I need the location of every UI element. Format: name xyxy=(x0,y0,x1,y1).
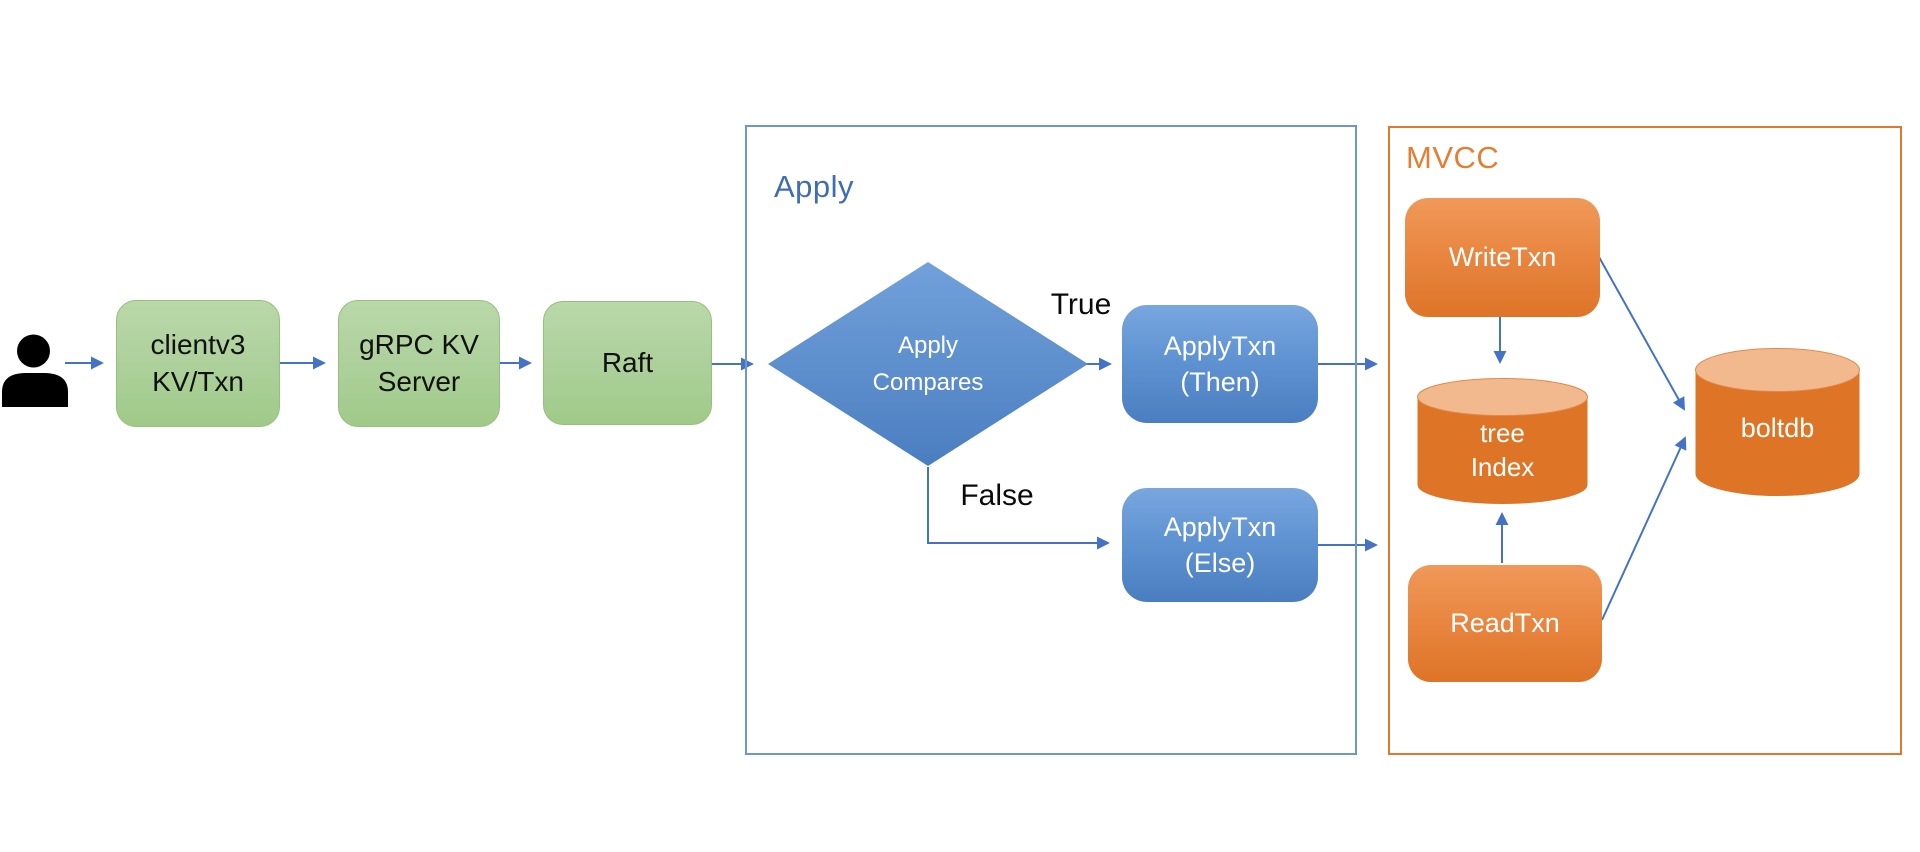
node-readtxn: ReadTxn xyxy=(1408,565,1602,682)
mvcc-group-label: MVCC xyxy=(1406,140,1500,175)
edge-readtxn-boltdb xyxy=(1601,436,1687,621)
node-writetxn-label: WriteTxn xyxy=(1448,241,1557,272)
node-clientv3: clientv3 KV/Txn xyxy=(116,300,280,427)
node-grpc-label: gRPC KV Server xyxy=(359,328,479,397)
apply-group-label: Apply xyxy=(774,169,855,204)
edge-writetxn-boltdb xyxy=(1598,256,1685,411)
decision-apply-compares: Apply Compares xyxy=(766,260,1090,468)
diamond-shape xyxy=(768,262,1088,466)
tree-index-label: tree Index xyxy=(1470,417,1535,482)
cylinder-boltdb: boltdb xyxy=(1695,348,1860,497)
boltdb-label: boltdb xyxy=(1740,412,1815,443)
node-applytxn-then: ApplyTxn (Then) xyxy=(1122,305,1318,423)
node-writetxn: WriteTxn xyxy=(1405,198,1600,317)
cylinder-shape xyxy=(1695,348,1860,496)
label-true: True xyxy=(1050,288,1112,321)
cylinder-tree-index: tree Index xyxy=(1417,378,1588,505)
mvcc-group-box: MVCC xyxy=(1388,126,1902,755)
node-grpc-kv-server: gRPC KV Server xyxy=(338,300,500,427)
node-applytxn-else: ApplyTxn (Else) xyxy=(1122,488,1318,602)
cylinder-shape xyxy=(1417,378,1588,504)
decision-label: Apply Compares xyxy=(872,331,984,396)
node-then-label: ApplyTxn (Then) xyxy=(1163,330,1277,397)
apply-group-box: Apply xyxy=(745,125,1357,755)
node-clientv3-label: clientv3 KV/Txn xyxy=(150,328,246,397)
node-else-label: ApplyTxn (Else) xyxy=(1163,511,1277,578)
edge-compares-else-false xyxy=(927,467,1110,550)
node-raft-label: Raft xyxy=(601,346,654,378)
node-raft: Raft xyxy=(543,301,712,425)
node-readtxn-label: ReadTxn xyxy=(1450,607,1560,638)
label-false: False xyxy=(960,479,1034,512)
user-icon xyxy=(0,330,72,410)
